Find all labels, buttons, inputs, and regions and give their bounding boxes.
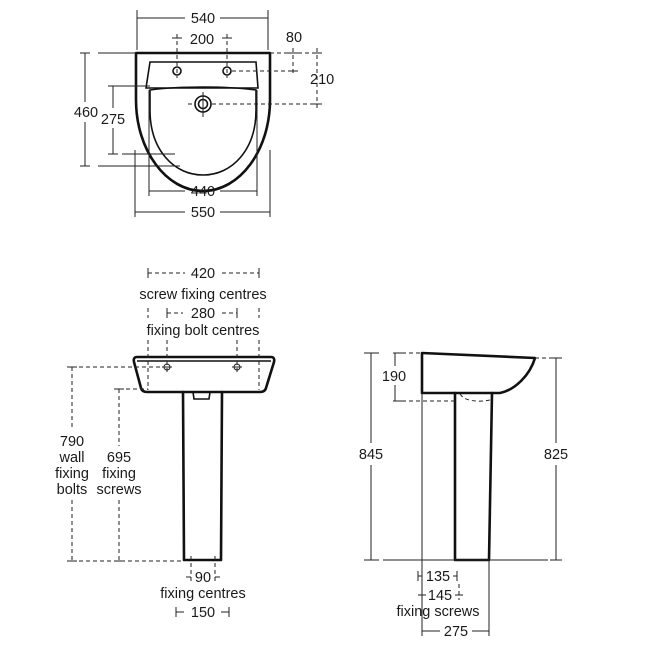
dim-200: 200 xyxy=(190,32,214,48)
side-elevation: 190 845 825 135 145 fixing screws xyxy=(359,351,568,640)
dim-150: 150 xyxy=(191,605,215,621)
bowl-outline xyxy=(149,86,257,176)
dim-845: 845 xyxy=(359,447,383,463)
dim-190: 190 xyxy=(382,369,406,385)
dim-420: 420 xyxy=(191,266,215,282)
dim-280: 280 xyxy=(191,306,215,322)
label-fixing-1: fixing xyxy=(55,466,89,482)
basin-side xyxy=(420,351,537,395)
plan-view: 540 200 80 210 460 275 440 xyxy=(74,10,334,221)
label-fixing-2: fixing xyxy=(102,466,136,482)
dim-550: 550 xyxy=(191,205,215,221)
dim-460: 460 xyxy=(74,105,98,121)
dim-440: 440 xyxy=(191,184,215,200)
tap-hole-left xyxy=(172,66,182,76)
label-fixing-centres: fixing centres xyxy=(160,586,245,602)
dim-145: 145 xyxy=(428,588,452,604)
pedestal-side xyxy=(453,391,494,562)
dim-135: 135 xyxy=(426,569,450,585)
label-screws: screws xyxy=(96,482,141,498)
basin-outline-plan xyxy=(134,51,272,193)
tap-deck xyxy=(145,61,259,89)
dim-275-bowl: 275 xyxy=(101,112,125,128)
dim-540: 540 xyxy=(191,11,215,27)
label-fixing-screws-side: fixing screws xyxy=(397,604,480,620)
dim-275-pedestal: 275 xyxy=(444,624,468,640)
tap-hole-right xyxy=(222,66,232,76)
label-wall: wall xyxy=(59,450,85,466)
label-fixing-bolt-centres: fixing bolt centres xyxy=(147,323,260,339)
pedestal-front xyxy=(181,390,224,562)
dim-790: 790 xyxy=(60,434,84,450)
basin-front xyxy=(132,355,276,394)
dim-80: 80 xyxy=(286,30,302,46)
dim-825: 825 xyxy=(544,447,568,463)
front-elevation: 420 screw fixing centres 280 fixing bolt… xyxy=(55,266,276,621)
label-bolts: bolts xyxy=(57,482,88,498)
label-screw-fixing-centres: screw fixing centres xyxy=(139,287,266,303)
dim-210: 210 xyxy=(310,72,334,88)
dim-90: 90 xyxy=(195,570,211,586)
dim-695: 695 xyxy=(107,450,131,466)
